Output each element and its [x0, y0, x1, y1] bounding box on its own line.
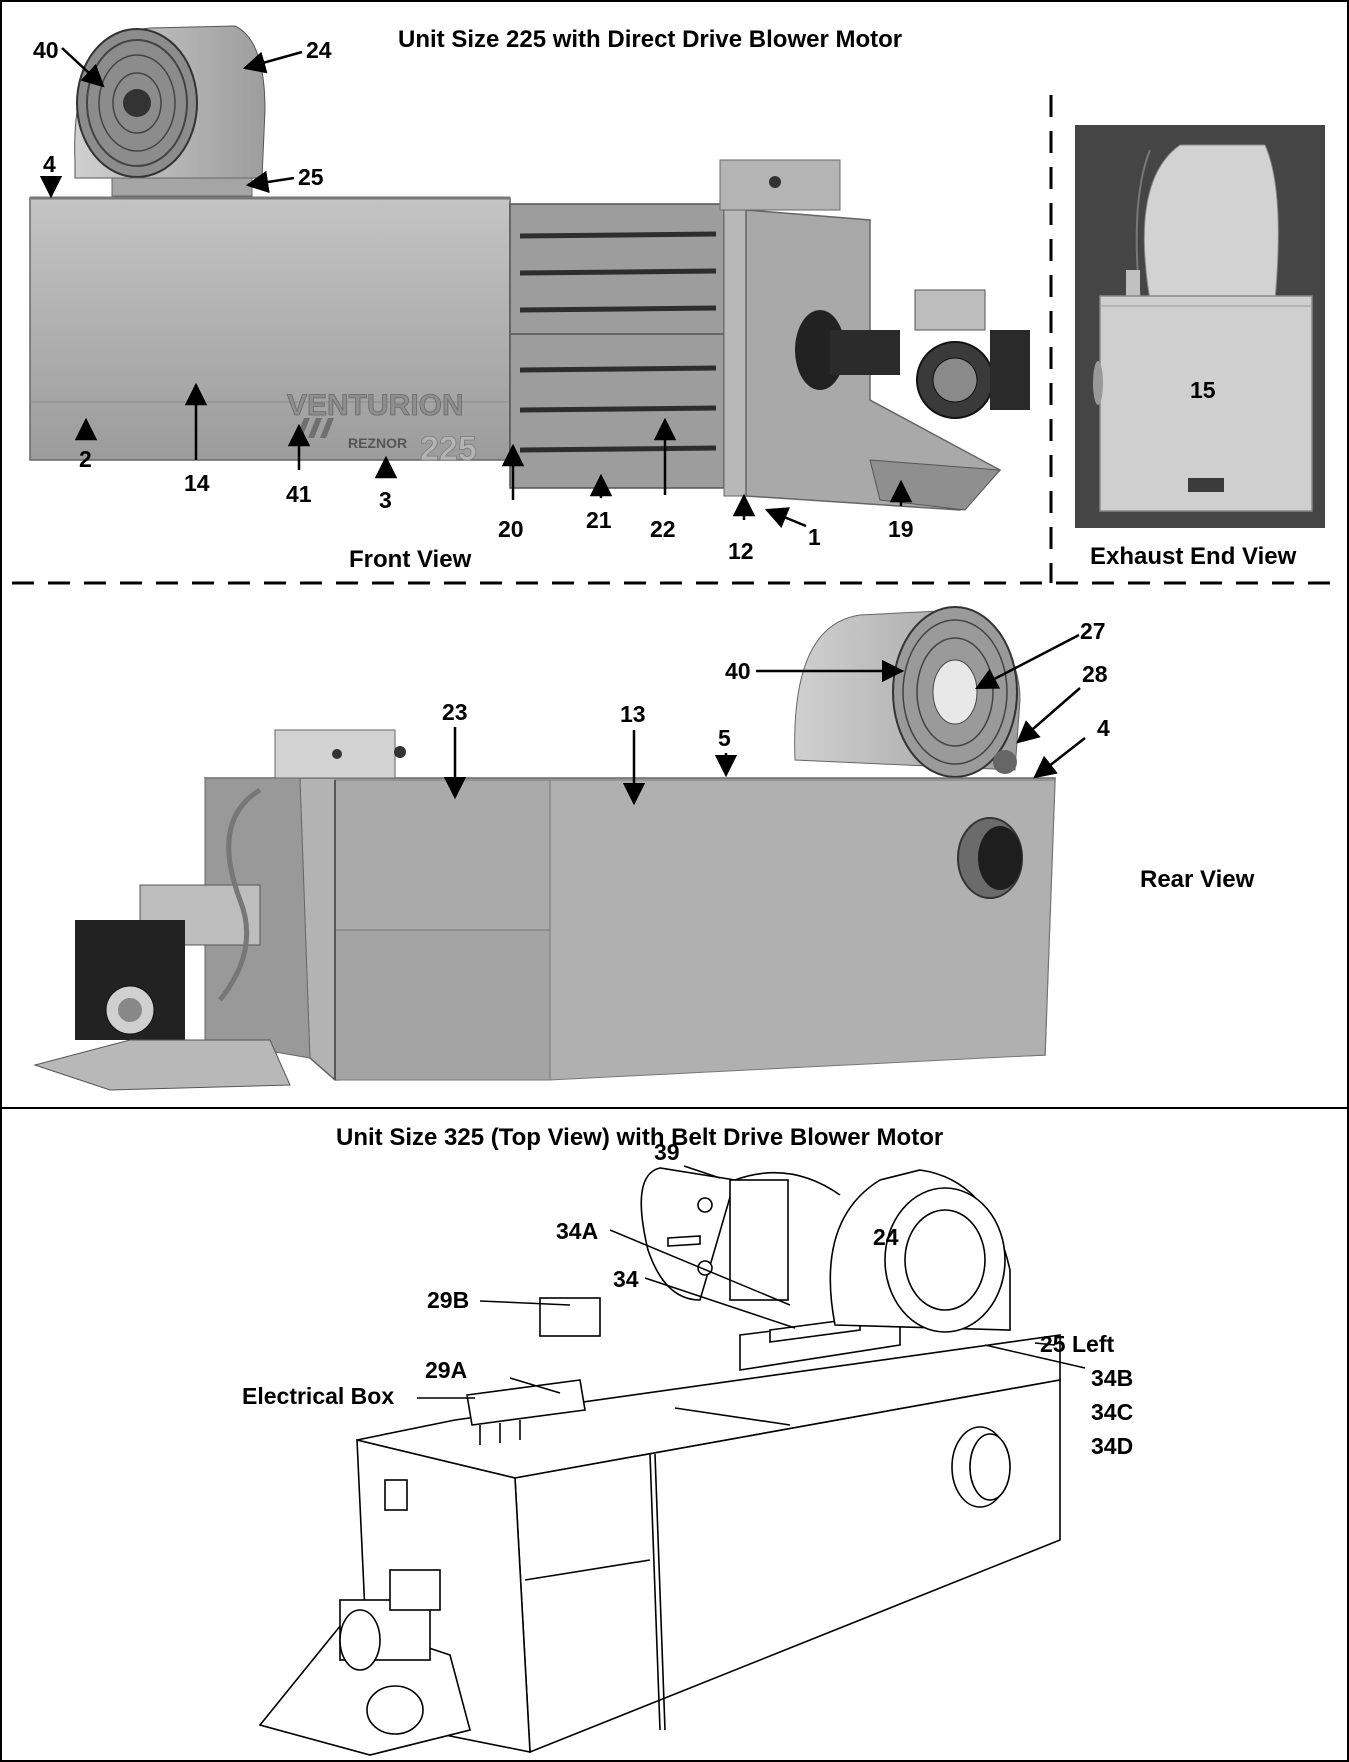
logo-venturion: VENTURION — [287, 389, 464, 422]
label-29B-top: 29B — [427, 1287, 469, 1313]
label-34-top: 34 — [613, 1266, 639, 1292]
logo-size: 225 — [420, 430, 477, 468]
label-21-front: 21 — [586, 507, 612, 533]
label-5-rear: 5 — [718, 725, 731, 751]
label-19-front: 19 — [888, 516, 914, 542]
label-34D-top: 34D — [1091, 1433, 1133, 1459]
label-15-exhaust: 15 — [1190, 377, 1216, 403]
label-12-front: 12 — [728, 538, 754, 564]
rear-view-unit — [33, 606, 1056, 1091]
label-14-front: 14 — [184, 470, 210, 496]
label-4-rear: 4 — [1097, 715, 1110, 741]
top-view-callouts — [417, 1165, 1086, 1399]
label-24-front: 24 — [306, 37, 332, 63]
label-23-rear: 23 — [442, 699, 468, 725]
rear-view-title: Rear View — [1140, 866, 1255, 893]
logo-reznor: REZNOR — [348, 435, 407, 451]
label-40-rear: 40 — [725, 658, 751, 684]
label-25-left-top: 25 Left — [1040, 1331, 1114, 1357]
label-22-front: 22 — [650, 516, 676, 542]
label-1-front: 1 — [808, 524, 821, 550]
label-24-top: 24 — [873, 1224, 899, 1250]
louvers — [519, 231, 717, 453]
label-29A-top: 29A — [425, 1357, 467, 1383]
label-3-front: 3 — [379, 487, 392, 513]
label-13-rear: 13 — [620, 701, 646, 727]
label-28-rear: 28 — [1082, 661, 1108, 687]
label-39-top: 39 — [654, 1139, 680, 1165]
label-27-rear: 27 — [1080, 618, 1106, 644]
label-34C-top: 34C — [1091, 1399, 1133, 1425]
label-20-front: 20 — [498, 516, 524, 542]
exhaust-end-view-title: Exhaust End View — [1090, 543, 1297, 570]
label-electrical-box: Electrical Box — [242, 1383, 394, 1409]
exhaust-end-photo: 15 — [1075, 125, 1325, 528]
label-41-front: 41 — [286, 481, 312, 507]
front-view-callouts: 40 24 4 25 2 14 41 3 20 21 22 12 1 19 — [33, 37, 914, 564]
bottom-title: Unit Size 325 (Top View) with Belt Drive… — [336, 1124, 943, 1151]
label-4-front: 4 — [43, 151, 56, 177]
label-34B-top: 34B — [1091, 1365, 1133, 1391]
front-view-title: Front View — [349, 546, 472, 573]
label-34A-top: 34A — [556, 1218, 598, 1244]
label-25-front: 25 — [298, 164, 324, 190]
label-2-front: 2 — [79, 446, 92, 472]
rear-view-callouts: 27 40 28 23 13 5 4 — [442, 618, 1110, 806]
top-title: Unit Size 225 with Direct Drive Blower M… — [398, 26, 902, 53]
front-view-unit: VENTURION REZNOR 225 — [29, 25, 1030, 511]
label-40-front: 40 — [33, 37, 59, 63]
top-view-line-drawing — [258, 1167, 1061, 1756]
